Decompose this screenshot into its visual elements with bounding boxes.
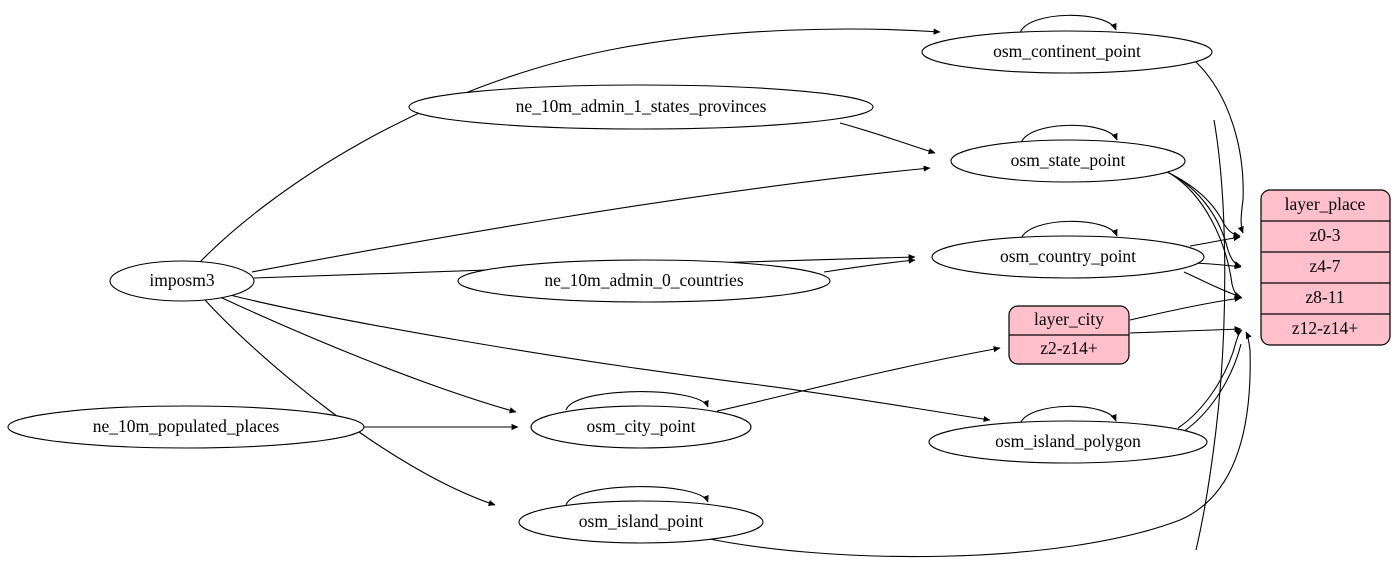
node-ne_10m_populated_places[interactable]: ne_10m_populated_places (7, 405, 365, 449)
node-osm_island_polygon[interactable]: osm_island_polygon (928, 420, 1208, 464)
edge-self-loop-osm_city_point (565, 391, 709, 411)
edge-osm_island_point-to-layer_place-z12-z14 (699, 331, 1252, 558)
edge-osm_country_point-to-layer_place-z0-3 (1189, 235, 1241, 247)
node-ne_10m_admin_0_countries[interactable]: ne_10m_admin_0_countries (457, 259, 831, 303)
edge-osm_island_polygon-to-layer_place-z12-z14 (1177, 329, 1243, 429)
edge-osm_island_polygon-to-layer_place-z12-z14-b (1182, 343, 1242, 433)
record-row-layer_place-z8-11[interactable]: z8-11 (1305, 287, 1344, 307)
edge-self-loop-osm_continent_point (1019, 14, 1117, 34)
node-label-ne_10m_admin_0_countries: ne_10m_admin_0_countries (544, 270, 743, 290)
node-osm_country_point[interactable]: osm_country_point (931, 235, 1205, 279)
record-row-layer_place-z0-3[interactable]: z0-3 (1309, 225, 1340, 245)
node-label-osm_island_point: osm_island_point (579, 511, 704, 531)
edge-layer_city-to-layer_place-z8-11 (1129, 295, 1242, 321)
node-label-osm_country_point: osm_country_point (1000, 246, 1136, 266)
node-imposm3[interactable]: imposm3 (109, 260, 255, 302)
record-node-layer_place[interactable]: layer_place z0-3 z4-7 z8-11 z12-z14+ (1260, 189, 1391, 346)
edge-osm_state_point-to-layer_place-z4-7 (1168, 172, 1242, 268)
record-node-layer_city[interactable]: layer_city z2-z14+ (1008, 305, 1130, 365)
edge-osm_city_point-to-layer_city (716, 346, 1001, 412)
edge-ne_10m_admin_0_countries-to-osm_country_point (823, 257, 916, 273)
node-label-osm_island_polygon: osm_island_polygon (995, 431, 1141, 451)
record-header-layer_place: layer_place (1285, 194, 1366, 214)
record-row-layer_city-z2-z14[interactable]: z2-z14+ (1040, 338, 1098, 358)
edge-imposm3-to-osm_city_point (219, 296, 517, 414)
edge-imposm3-to-osm_island_point (204, 299, 496, 506)
edge-osm_country_point-to-layer_place-z4-7 (1195, 262, 1242, 270)
node-ne_10m_admin_1_states_provinces[interactable]: ne_10m_admin_1_states_provinces (408, 84, 874, 130)
node-layer: imposm3 ne_10m_populated_places ne_10m_a… (7, 30, 1213, 544)
edge-layer (199, 14, 1252, 558)
edge-imposm3-to-osm_island_polygon (229, 294, 991, 423)
edge-self-loop-osm_country_point (1020, 220, 1118, 240)
edge-self-loop-osm_island_point (565, 486, 709, 506)
node-osm_state_point[interactable]: osm_state_point (950, 139, 1186, 183)
node-osm_city_point[interactable]: osm_city_point (530, 405, 752, 449)
node-osm_island_point[interactable]: osm_island_point (518, 500, 764, 544)
edge-layer_city-to-layer_place-z12-z14 (1129, 326, 1242, 334)
edge-self-loop-osm_state_point (1020, 124, 1118, 144)
node-label-osm_state_point: osm_state_point (1011, 150, 1126, 170)
edge-osm_continent_point-to-layer_place-z0-3 (1195, 61, 1244, 234)
record-row-layer_place-z4-7[interactable]: z4-7 (1309, 256, 1340, 276)
node-osm_continent_point[interactable]: osm_continent_point (921, 30, 1213, 74)
node-label-imposm3: imposm3 (149, 270, 214, 290)
record-header-layer_city: layer_city (1034, 309, 1104, 329)
edge-ne_10m_admin_1_states_provinces-to-osm_state_point (839, 122, 936, 155)
record-row-layer_place-z12-z14[interactable]: z12-z14+ (1292, 318, 1358, 338)
node-label-ne_10m_admin_1_states_provinces: ne_10m_admin_1_states_provinces (516, 96, 767, 116)
edge-osm_state_point-to-layer_place-z0-3 (1166, 171, 1241, 238)
edge-imposm3-to-osm_continent_point (199, 28, 941, 263)
node-label-ne_10m_populated_places: ne_10m_populated_places (93, 416, 280, 436)
edge-self-loop-osm_island_polygon (1019, 405, 1117, 425)
node-label-osm_city_point: osm_city_point (587, 416, 696, 436)
edge-imposm3-to-osm_state_point (251, 165, 931, 273)
record-layer: layer_city z2-z14+ layer_place z0-3 z4-7… (1008, 189, 1391, 365)
edge-long-vertical-connector (1195, 119, 1226, 551)
node-label-osm_continent_point: osm_continent_point (993, 41, 1141, 61)
edge-osm_state_point-to-layer_place-z8-11 (1170, 173, 1243, 299)
edge-osm_country_point-to-layer_place-z8-11 (1183, 271, 1242, 298)
